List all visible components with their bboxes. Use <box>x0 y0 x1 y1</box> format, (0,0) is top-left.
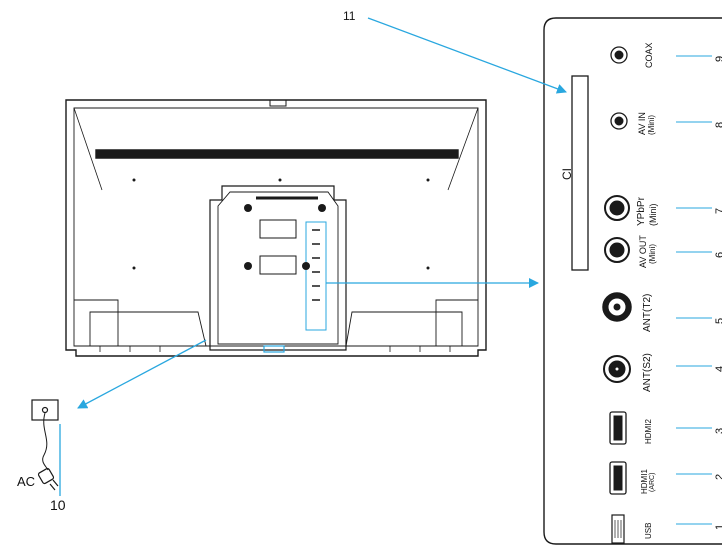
ypbpr-label: YPbPr <box>636 197 647 226</box>
port-number-7: 7 <box>714 208 722 214</box>
port-number-8: 8 <box>714 122 722 128</box>
hdmi2-label: HDMI2 <box>644 419 653 444</box>
port-number-4: 4 <box>714 366 722 372</box>
hdmi2-port <box>609 411 627 445</box>
usb-label: USB <box>644 522 653 539</box>
av-in-sublabel: (Mini) <box>647 115 656 135</box>
port-number-1: 1 <box>714 524 722 530</box>
callout-arrows <box>59 17 567 496</box>
port-number-2: 2 <box>714 474 722 480</box>
ant-t2-label: ANT(T2) <box>642 293 653 332</box>
port-number-9: 9 <box>714 56 722 62</box>
power-plug-icon <box>37 467 59 491</box>
mount-screws <box>132 178 430 270</box>
ci-arrow <box>367 17 567 94</box>
port-number-5: 5 <box>714 318 722 324</box>
connector-panel <box>543 17 722 545</box>
port-number-3: 3 <box>714 428 722 434</box>
coax-label: COAX <box>644 42 654 68</box>
hdmi1-port <box>609 461 627 495</box>
port-jacks <box>602 46 632 544</box>
port-leaders <box>676 55 712 525</box>
power-arrow <box>77 339 207 409</box>
callout-11: 11 <box>343 9 356 23</box>
ci-slot <box>571 75 589 271</box>
port-number-6: 6 <box>714 252 722 258</box>
av-out-label: AV OUT <box>638 235 648 268</box>
ci-label: CI <box>560 168 574 180</box>
hdmi1-sublabel: (ARC) <box>649 472 656 492</box>
callout-10: 10 <box>50 497 66 513</box>
ypbpr-sublabel: (Mini) <box>648 203 658 227</box>
av-out-sublabel: (Mini) <box>648 244 657 264</box>
ant-s2-label: ANT(S2) <box>642 353 653 392</box>
power-socket <box>31 399 59 471</box>
usb-port <box>611 514 625 544</box>
av-in-label: AV IN <box>637 112 647 135</box>
tv-back-panel <box>65 99 487 357</box>
ac-label: AC <box>17 474 36 489</box>
